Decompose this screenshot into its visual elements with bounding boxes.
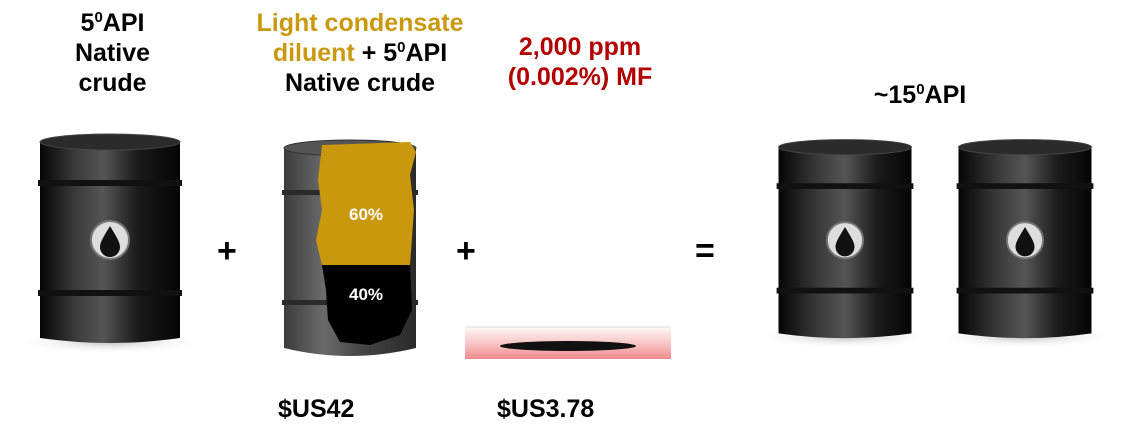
native-crude-api-line: 50API: [80, 9, 145, 37]
native-pct-label: 40%: [349, 285, 383, 304]
equals-operator: =: [695, 232, 715, 270]
mf-price: $US3.78: [497, 395, 595, 423]
plus-operator-1: +: [217, 232, 237, 270]
native-crude-line3: crude: [78, 69, 147, 97]
mf-dish-icon: [465, 325, 671, 359]
native-crude-barrel-icon: [12, 133, 208, 354]
diluent-mix-label: Light condensate diluent + 50API Native …: [210, 8, 510, 98]
native-fill: [322, 265, 412, 345]
result-api-label: ~150API: [873, 81, 967, 109]
diluent-word: diluent: [272, 39, 355, 67]
mf-label: 2,000 ppm (0.002%) MF: [470, 32, 690, 92]
mf-line2: (0.002%) MF: [507, 63, 653, 91]
native-crude-label: 50API Native crude: [50, 8, 175, 98]
result-barrel-1-icon: [751, 139, 939, 349]
diluent-line1: Light condensate: [256, 9, 464, 37]
mf-line1: 2,000 ppm: [518, 33, 642, 61]
condensate-pct-label: 60%: [349, 205, 383, 224]
condensate-fill: [316, 142, 416, 265]
oil-drop-icon: [1006, 221, 1044, 260]
mix-barrel-icon: 60% 40%: [282, 139, 418, 356]
oil-drop-icon: [90, 220, 130, 260]
plus-operator-2: +: [456, 232, 476, 270]
native-crude-line2: Native: [74, 39, 151, 67]
mix-price: $US42: [278, 395, 355, 423]
diluent-line2: diluent + 50API: [272, 39, 448, 67]
result-barrel-2-icon: [931, 139, 1119, 349]
oil-drop-icon: [826, 221, 864, 260]
diluent-line3: Native crude: [284, 69, 436, 97]
